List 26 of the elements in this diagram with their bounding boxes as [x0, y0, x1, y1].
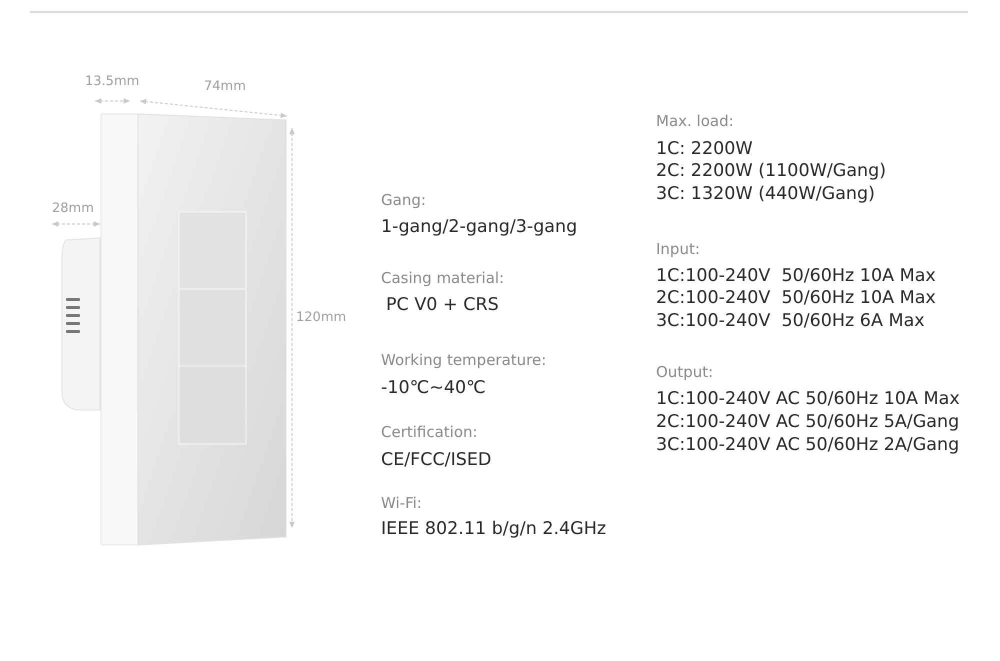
spec-value: 1-gang/2-gang/3-gang [381, 217, 578, 238]
spec-value: IEEE 802.11 b/g/n 2.4GHz [381, 519, 606, 540]
spec-value: 3C: 1320W (440W/Gang) [656, 184, 875, 204]
spec-value: 1C:100-240V 50/60Hz 10A Max [656, 266, 936, 286]
spec-heading: Certification: [381, 424, 478, 442]
spec-value: 3C:100-240V AC 50/60Hz 2A/Gang [656, 435, 960, 456]
dimension-label: 28mm [52, 202, 94, 217]
spec-heading: Gang: [381, 192, 426, 210]
dimension-label: 120mm [296, 311, 346, 326]
spec-value: 2C:100-240V AC 50/60Hz 5A/Gang [656, 412, 960, 432]
dimension-label: 13.5mm [85, 75, 140, 90]
spec-heading: Max. load: [656, 113, 734, 130]
spec-heading: Working temperature: [381, 352, 546, 370]
spec-value: 2C: 2200W (1100W/Gang) [656, 161, 886, 182]
spec-value: 2C:100-240V 50/60Hz 10A Max [656, 288, 936, 308]
spec-heading: Wi-Fi: [381, 495, 422, 512]
spec-value: CE/FCC/ISED [381, 450, 492, 470]
spec-heading: Input: [656, 241, 700, 258]
spec-value: PC V0 + CRS [386, 295, 499, 316]
spec-value: -10℃~40℃ [381, 378, 486, 398]
spec-heading: Output: [656, 364, 714, 382]
spec-heading: Casing material: [381, 270, 504, 288]
spec-value: 3C:100-240V 50/60Hz 6A Max [656, 311, 925, 332]
spec-value: 1C: 2200W [656, 139, 753, 160]
spec-value: 1C:100-240V AC 50/60Hz 10A Max [656, 389, 960, 410]
dimension-label: 74mm [204, 80, 246, 95]
